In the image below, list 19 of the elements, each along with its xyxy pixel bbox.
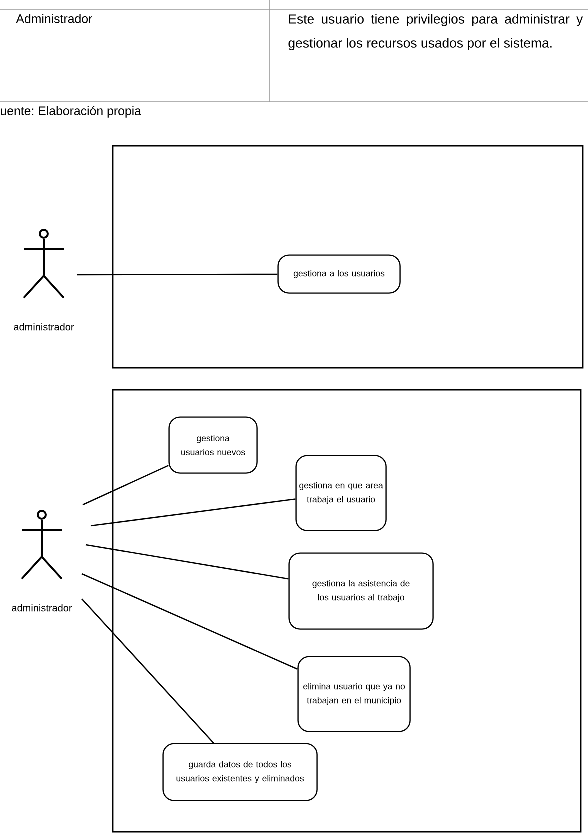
actor-name: administrador bbox=[12, 604, 72, 612]
use-case: guarda datos de todos los usuarios existentes y eliminados bbox=[162, 743, 318, 802]
association-line bbox=[82, 598, 214, 744]
source-note: uente: Elaboración propia bbox=[1, 106, 142, 118]
association-line bbox=[82, 573, 298, 670]
use-case: gestiona en que area trabaja el usuario bbox=[296, 455, 387, 532]
association-line bbox=[82, 465, 169, 506]
system-boundary bbox=[112, 389, 582, 833]
use-case: elimina usuario que ya no trabajan en el municipio bbox=[298, 656, 411, 732]
association-line bbox=[86, 544, 289, 580]
use-case: gestiona la asistencia de los usuarios al trabajo bbox=[288, 552, 434, 630]
use-case: gestiona usuarios nuevos bbox=[168, 416, 258, 474]
association-line bbox=[77, 274, 278, 276]
use-case: gestiona a los usuarios bbox=[278, 254, 401, 294]
association-line bbox=[90, 498, 296, 527]
table-cell: Administrador bbox=[16, 14, 92, 24]
table-cell: Este usuario tiene privilegios para administrar y gestionar los recursos usados por el sistema. bbox=[288, 14, 584, 51]
actor-name: administrador bbox=[14, 323, 74, 331]
system-boundary bbox=[112, 145, 584, 369]
